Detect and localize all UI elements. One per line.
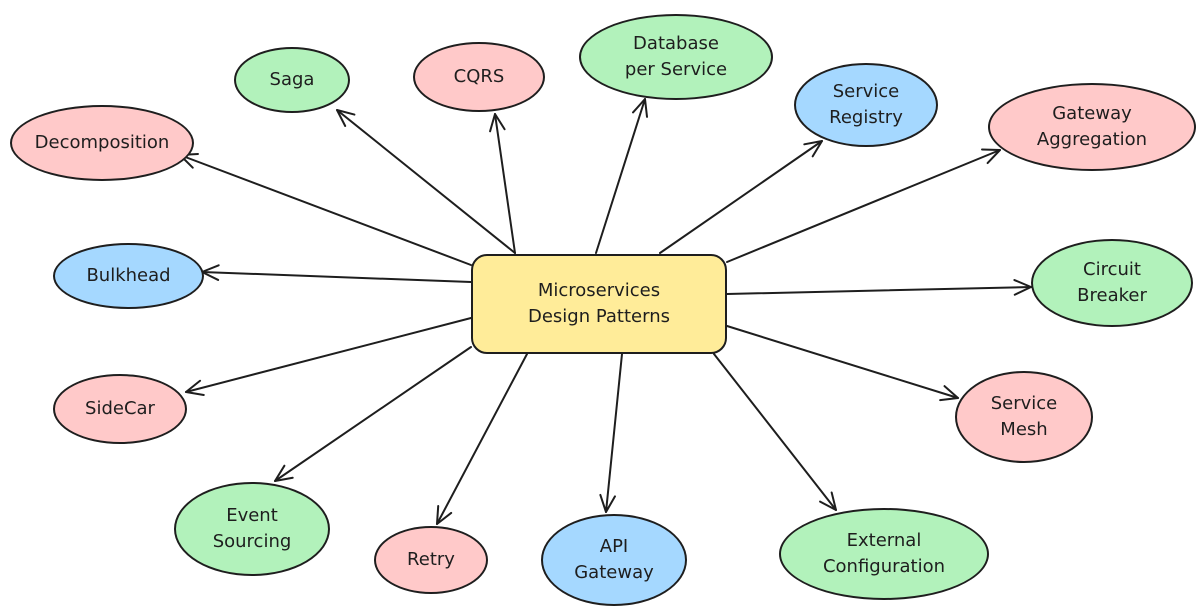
arrow-to-retry [436, 353, 528, 525]
arrow-to-saga [336, 109, 516, 254]
node-event-sourcing: Event Sourcing [174, 482, 330, 576]
node-bulkhead: Bulkhead [53, 243, 204, 309]
arrow-to-service-mesh [726, 325, 959, 399]
arrowhead-event-sourcing [274, 464, 294, 482]
node-external-configuration: External Configuration [779, 508, 989, 600]
node-gateway-aggregation: Gateway Aggregation [988, 83, 1196, 171]
node-retry: Retry [374, 526, 488, 594]
node-service-registry: Service Registry [794, 63, 938, 147]
node-api-gateway: API Gateway [541, 514, 687, 606]
center-node-microservices-design-patterns: Microservices Design Patterns [471, 254, 727, 354]
node-service-mesh: Service Mesh [955, 371, 1093, 463]
arrow-to-sidecar [185, 317, 472, 393]
arrow-to-external-configuration [713, 353, 837, 511]
node-decomposition: Decomposition [10, 105, 194, 181]
arrow-to-gateway-aggregation [726, 149, 1001, 263]
arrowhead-api-gateway [599, 493, 616, 513]
node-database-per-service: Database per Service [579, 14, 773, 100]
arrow-to-service-registry [659, 140, 823, 254]
arrowhead-service-mesh [939, 385, 959, 402]
node-sidecar: SideCar [53, 374, 187, 444]
arrow-to-event-sourcing [274, 346, 472, 482]
arrowhead-sidecar [185, 379, 205, 396]
arrowhead-saga [336, 109, 356, 128]
arrowhead-external-configuration [819, 491, 837, 511]
node-saga: Saga [234, 47, 350, 113]
arrowhead-database-per-service [632, 98, 649, 118]
node-circuit-breaker: Circuit Breaker [1031, 239, 1193, 327]
arrow-to-decomposition [179, 154, 472, 266]
arrow-to-circuit-breaker [726, 286, 1032, 295]
arrow-to-api-gateway [605, 353, 623, 513]
arrowhead-service-registry [803, 140, 823, 158]
arrow-to-cqrs [494, 113, 516, 254]
arrowhead-retry [436, 505, 453, 525]
arrowhead-gateway-aggregation [981, 148, 1001, 165]
arrowhead-cqrs [489, 113, 506, 133]
arrow-to-database-per-service [595, 98, 646, 254]
node-cqrs: CQRS [413, 42, 545, 112]
arrow-to-bulkhead [201, 271, 472, 283]
